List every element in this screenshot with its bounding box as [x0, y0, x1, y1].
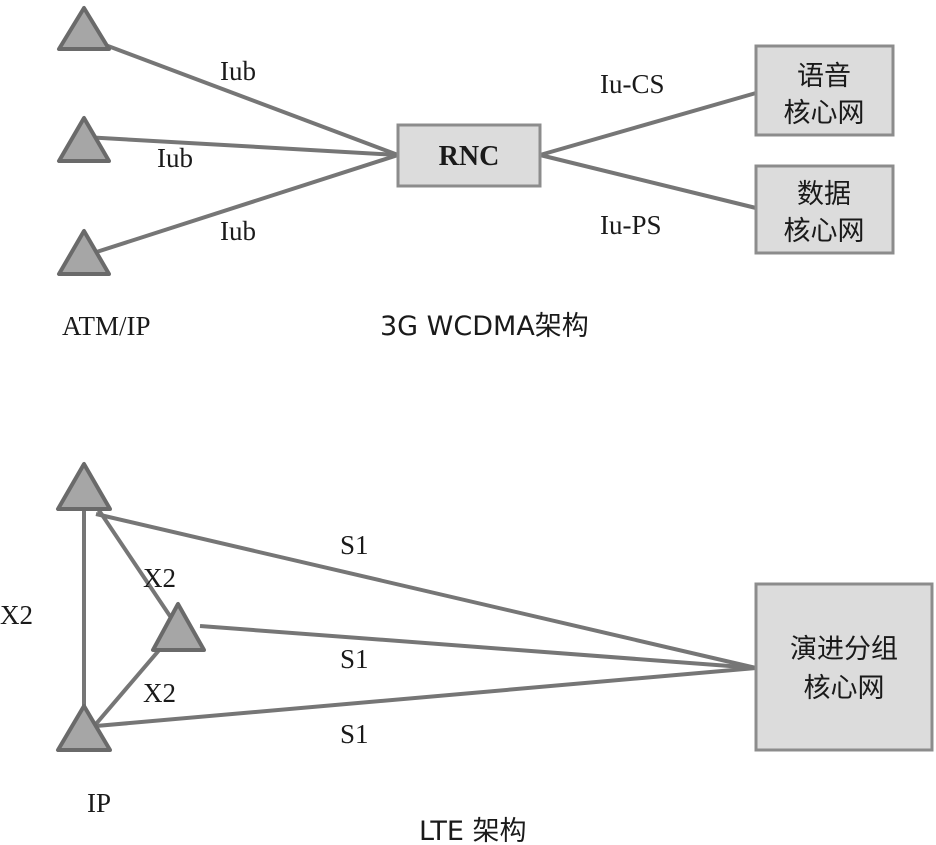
- s1-link-1: [95, 512, 757, 670]
- voice-core-box: [754, 44, 895, 137]
- lte-transport-label: IP: [87, 788, 111, 818]
- iu-ps-link: [539, 153, 757, 210]
- enodeb-1-icon: [56, 462, 112, 511]
- rnc-label: RNC: [439, 141, 500, 172]
- iub-label-1: Iub: [220, 56, 256, 86]
- wcdma-caption: 3G WCDMA架构: [380, 311, 589, 342]
- iu-cs-link: [539, 91, 757, 157]
- data-core-box: [754, 164, 895, 255]
- rnc-box: [396, 123, 542, 188]
- x2-link-upper: [82, 486, 180, 630]
- data-core-label-line2: 核心网: [784, 216, 865, 247]
- s1-link-2: [199, 624, 757, 670]
- wcdma-transport-label: ATM/IP: [62, 311, 151, 341]
- data-core-label-line1: 数据: [797, 179, 851, 210]
- voice-core-label-line1: 语音: [797, 61, 851, 92]
- iu-cs-label: Iu-CS: [600, 69, 665, 99]
- enodeb-2-icon: [151, 602, 206, 652]
- wcdma-section: RNC 语音 核心网 数据 核心网 Iub Iub Iub Iu-CS Iu-P…: [57, 6, 895, 342]
- x2-label-lower: X2: [143, 678, 176, 708]
- lte-caption: LTE 架构: [419, 816, 526, 845]
- epc-box: [754, 582, 934, 752]
- iub-link-2: [83, 135, 399, 157]
- iu-ps-label: Iu-PS: [600, 210, 662, 240]
- iub-label-3: Iub: [220, 216, 256, 246]
- x2-label-upper: X2: [143, 563, 176, 593]
- iub-link-3: [83, 153, 399, 258]
- x2-label-left: X2: [0, 600, 33, 630]
- iub-link-1: [83, 35, 399, 157]
- epc-label-line1: 演进分组: [790, 634, 898, 665]
- s1-link-3: [95, 666, 757, 728]
- iub-label-2: Iub: [157, 143, 193, 173]
- s1-label-3: S1: [340, 719, 369, 749]
- nodeb-1-icon: [57, 6, 111, 51]
- nodeb-3-icon: [57, 229, 111, 276]
- nodeb-2-icon: [57, 116, 111, 163]
- epc-label-line2: 核心网: [804, 673, 885, 704]
- voice-core-label-line2: 核心网: [784, 98, 865, 129]
- enodeb-3-icon: [56, 704, 112, 752]
- s1-label-1: S1: [340, 530, 369, 560]
- lte-section: 演进分组 核心网 X2 X2 X2 S1 S1 S1 IP LTE 架构: [0, 462, 934, 845]
- s1-label-2: S1: [340, 644, 369, 674]
